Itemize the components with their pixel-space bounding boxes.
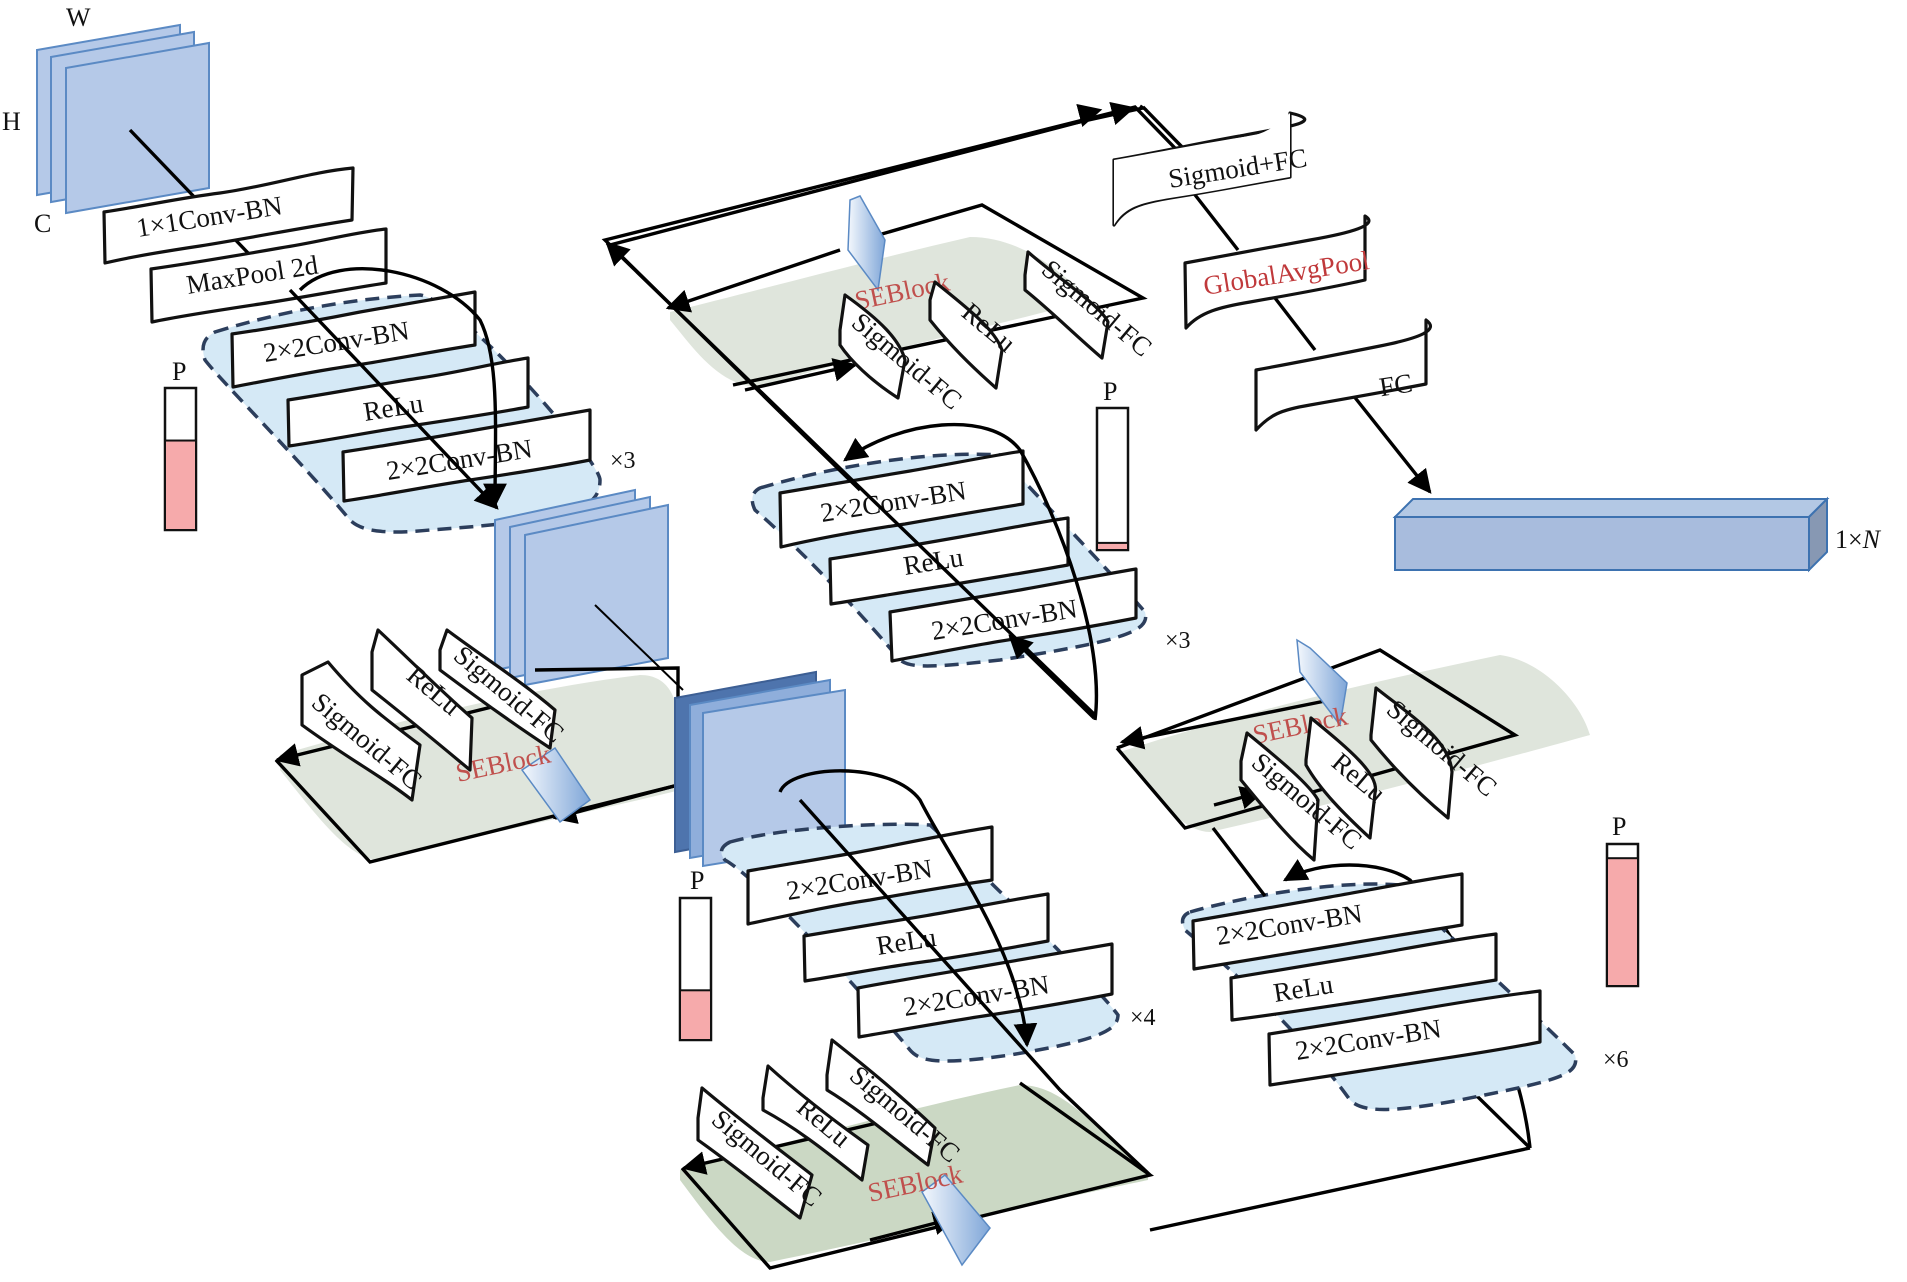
channel-label: C: [34, 209, 51, 238]
stage-1: 2×2Conv-BN ReLu 2×2Conv-BN ×3 P: [163, 267, 636, 534]
se-layer-box: ReLu: [370, 628, 474, 772]
seblock-1: SEBlock Sigmoid-FC ReLu Sigmoid-FC: [274, 628, 680, 864]
p-bar-fill: [679, 989, 712, 1041]
p-label: P: [1103, 377, 1117, 406]
p-bar: P: [1605, 812, 1640, 988]
repeat-count: ×4: [1130, 1005, 1156, 1031]
p-label: P: [172, 357, 186, 386]
p-bar: P: [163, 357, 198, 532]
p-bar: P: [1095, 377, 1130, 552]
layer-box: 2×2Conv-BN: [1267, 989, 1542, 1087]
layer-box: 2×2Conv-BN: [888, 567, 1138, 663]
width-label: W: [66, 3, 91, 32]
p-bar-fill: [1096, 541, 1129, 552]
repeat-count: ×6: [1603, 1047, 1629, 1073]
layer-box: ReLu: [828, 516, 1070, 606]
head-layer-fc: FC: [1254, 318, 1433, 432]
output-dim-label: 1×N: [1835, 525, 1882, 554]
layer-box: ReLu: [1229, 932, 1498, 1022]
stem-layer-maxpool: MaxPool 2d: [149, 227, 388, 324]
layer-box: 2×2Conv-BN: [341, 408, 592, 503]
p-label: P: [690, 866, 704, 895]
layer-box: 2×2Conv-BN: [230, 290, 477, 389]
head-layer-label: FC: [1377, 368, 1414, 403]
height-label: H: [2, 107, 21, 136]
p-label: P: [1612, 812, 1626, 841]
stage-2: 2×2Conv-BN ReLu 2×2Conv-BN ×4 P: [678, 769, 1156, 1092]
p-bar: P: [678, 866, 713, 1042]
head-layer-globalavgpool: GlobalAvgPool: [1183, 214, 1371, 330]
feature-map-stage-1: [494, 488, 684, 691]
repeat-count: ×3: [1165, 628, 1191, 654]
repeat-count: ×3: [610, 448, 636, 474]
seblock-4: SEBlock Sigmoid-FC ReLu Sigmoid-FC: [601, 101, 1210, 717]
p-bar-fill: [164, 439, 197, 532]
p-bar-fill: [1606, 857, 1639, 988]
head-layer-sigmoid-fc: Sigmoid+FC: [1112, 111, 1309, 227]
seblock-2: SEBlock Sigmoid-FC ReLu Sigmoid-FC: [680, 1038, 1155, 1270]
head: Sigmoid+FC GlobalAvgPool FC 1×N: [1112, 105, 1882, 573]
stage-3: 2×2Conv-BN ReLu 2×2Conv-BN ×6 P: [1149, 812, 1640, 1232]
output-vector: 1×N: [1392, 496, 1882, 573]
se-layer-box: ReLu: [1304, 716, 1392, 840]
layer-box: 2×2Conv-BN: [746, 825, 994, 926]
layer-box: 2×2Conv-BN: [1191, 872, 1464, 971]
stage-4: 2×2Conv-BN ReLu 2×2Conv-BN ×3 P: [750, 377, 1191, 721]
seblock-3: SEBlock Sigmoid-FC ReLu Sigmoid-FC: [1115, 638, 1590, 898]
